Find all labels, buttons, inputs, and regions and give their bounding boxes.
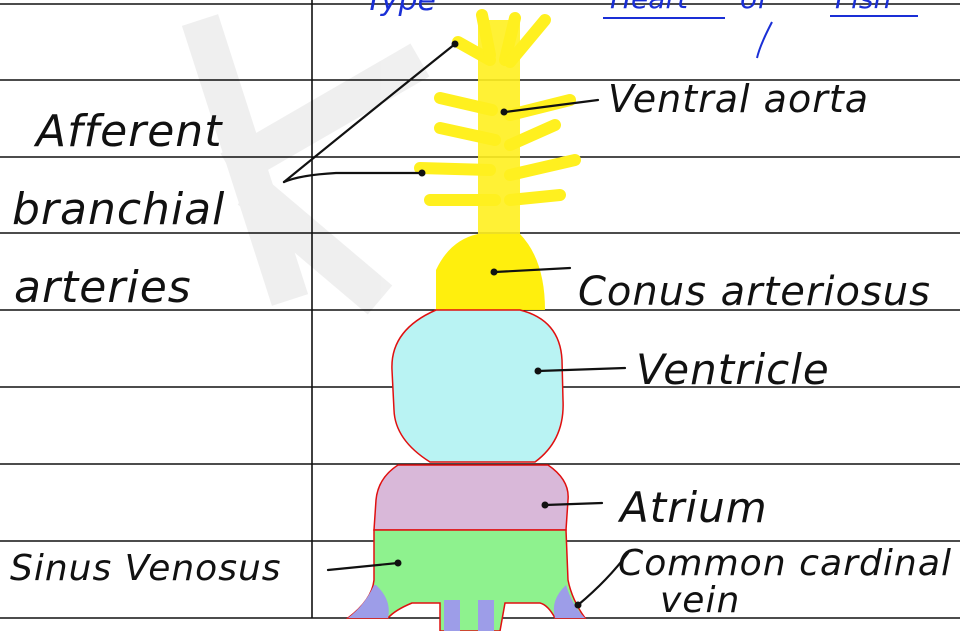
title-fragment: Type: [365, 0, 436, 18]
afferent-leader-lower: [284, 173, 420, 182]
ventricle-shape: [392, 310, 563, 462]
sinus-venosus-label: Sinus Venosus: [10, 548, 282, 589]
afferent-label-line-3: arteries: [14, 262, 192, 313]
ventricle-label: Ventricle: [636, 345, 830, 394]
title-fragment: Fish: [835, 0, 891, 15]
title-fragment: Heart: [610, 0, 689, 15]
atrium-shape: [374, 465, 568, 530]
afferent-label-line-2: branchial: [12, 184, 225, 235]
conus-arteriosus-label: Conus arteriosus: [578, 269, 931, 315]
common-cardinal-label-line-2: vein: [660, 580, 740, 621]
ventral-aorta: [420, 15, 575, 310]
atrium-label: Atrium: [617, 483, 768, 532]
common-cardinal-label-line-1: Common cardinal: [618, 543, 952, 584]
title-stroke: [757, 22, 772, 58]
ventral-aorta-label: Ventral aorta: [608, 77, 869, 121]
title-fragment: of: [740, 0, 771, 15]
title-underline: [603, 16, 918, 18]
afferent-label-line-1: Afferent: [33, 106, 223, 157]
